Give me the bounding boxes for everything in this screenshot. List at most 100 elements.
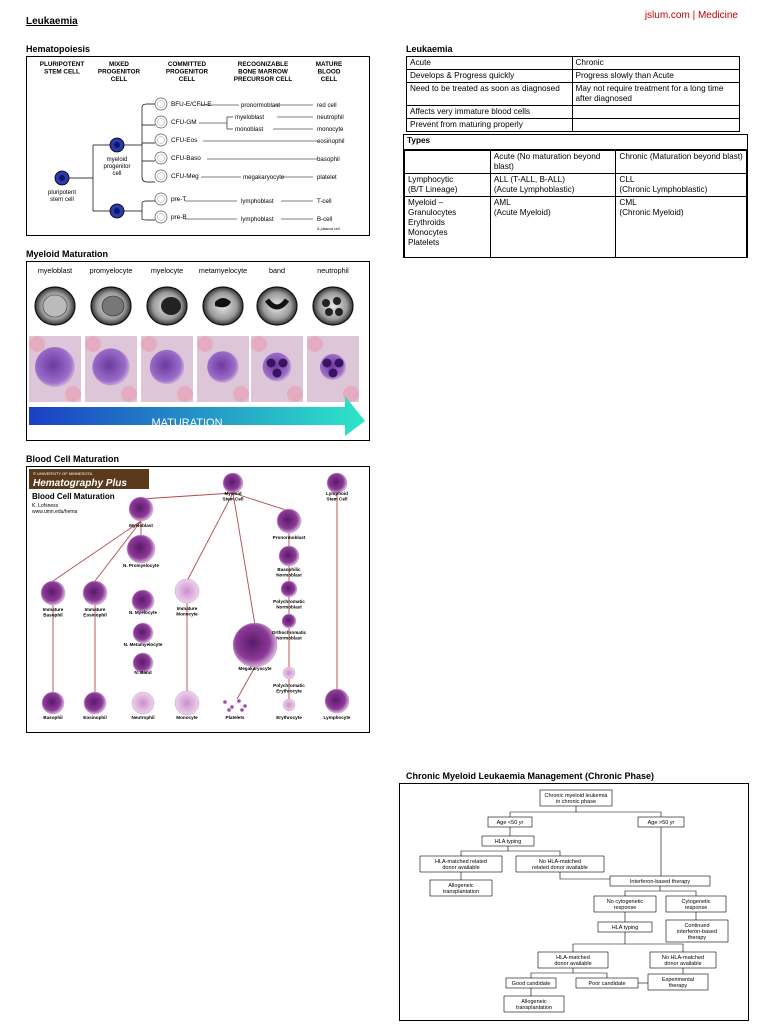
- precursor-label: lymphoblast: [241, 216, 274, 223]
- svg-text:© UNIVERSITY OF MINNESOTA: © UNIVERSITY OF MINNESOTA: [33, 471, 93, 476]
- mature-cell-label: neutrophil: [317, 114, 344, 121]
- types-cell: Acute (No maturation beyond blast): [489, 150, 617, 174]
- metamyelocyte-label: N. Metamyelocyte: [124, 642, 163, 647]
- mature-cell-label: T-cell: [317, 198, 332, 205]
- myelocyte-label: N. Myelocyte: [129, 610, 158, 615]
- monocyte-icon: [174, 690, 200, 716]
- table-cell: May not require treatment for a long tim…: [571, 82, 740, 106]
- immature-eosinophil-icon: [82, 580, 108, 606]
- myeloblast-label: Myeloblast: [129, 523, 153, 528]
- types-row: Myeloid – Granulocytes Erythroids Monocy…: [404, 196, 747, 258]
- flow-node-no-hla-donor: [649, 951, 717, 969]
- committed-cell-label: BFU-E/CFU-E: [171, 101, 211, 108]
- table-row: Prevent from maturing properly: [406, 118, 740, 132]
- cell-micrograph-icon: [207, 351, 239, 383]
- eosinophil-icon: [83, 691, 107, 715]
- leukaemia-table-title: Leukaemia: [406, 44, 453, 54]
- flow-node-label: HLA typing: [495, 839, 522, 845]
- table-row: Affects very immature blood cells: [406, 105, 740, 119]
- committed-cell-label: CFU-Eos: [171, 137, 197, 144]
- flow-node-root: [539, 789, 613, 807]
- cell-sketch-icon: [312, 286, 354, 326]
- lymphocyte-icon: [324, 688, 350, 714]
- svg-text:Hematography Plus: Hematography Plus: [33, 478, 127, 489]
- types-cell: ALL (T-ALL, B-ALL) (Acute Lymphoblastic): [489, 173, 617, 197]
- types-cell: [404, 150, 491, 174]
- committed-cell-icon: [154, 115, 168, 129]
- megakaryocyte-label: Megakaryocyte: [238, 666, 272, 671]
- mature-cell-note: & plasma cell: [317, 227, 340, 231]
- cell-micrograph-icon: [149, 349, 185, 385]
- committed-cell-icon: [154, 210, 168, 224]
- types-cell: Myeloid – Granulocytes Erythroids Monocy…: [404, 196, 491, 258]
- maturation-arrow: [29, 396, 365, 436]
- flow-node-poor: [575, 977, 639, 989]
- mature-cell-label: red cell: [317, 102, 337, 109]
- mature-cell-label: B-cell: [317, 216, 332, 223]
- orthochromatic-normoblast-icon: [281, 613, 297, 629]
- metamyelocyte-icon: [132, 622, 154, 644]
- myeloid-maturation-title: Myeloid Maturation: [26, 249, 109, 259]
- hematography-banner: [29, 469, 149, 489]
- table-cell: Need to be treated as soon as diagnosed: [406, 82, 573, 106]
- neutrophil-label: Neutrophil: [132, 715, 155, 720]
- flow-node-age-lt: [487, 816, 533, 828]
- stage-label: band: [269, 266, 285, 275]
- flow-node-label: Age <50 yr: [497, 820, 524, 826]
- committed-cell-icon: [154, 169, 168, 183]
- brand-link[interactable]: jslum.com | Medicine: [644, 10, 738, 21]
- immature-monocyte-icon: [174, 578, 200, 604]
- cell-micrograph-icon: [35, 347, 75, 387]
- types-cell: CLL (Chronic Lymphoblastic): [615, 173, 747, 197]
- flow-node-continued: [665, 919, 729, 943]
- mature-cell-label: monocyte: [317, 126, 344, 133]
- flow-node-cyto: [665, 895, 727, 913]
- svg-text:www.umn.edu/hema: www.umn.edu/hema: [32, 509, 78, 515]
- flow-node-label: Good candidate: [512, 981, 551, 987]
- flow-node-hla-donor: [537, 951, 609, 969]
- myeloblast-icon: [128, 496, 154, 522]
- flow-node-ifn: [609, 875, 711, 887]
- precursor-label: monoblast: [235, 126, 263, 133]
- megakaryocyte-icon: [232, 622, 278, 668]
- flow-node-experimental: [647, 973, 709, 991]
- polychromatic-erythrocyte-icon: [282, 666, 296, 680]
- monocyte-label: Monocyte: [176, 715, 198, 720]
- table-cell: [571, 118, 740, 132]
- blood-cell-maturation-title: Blood Cell Maturation: [26, 454, 119, 464]
- types-cell: CML (Chronic Myeloid): [615, 196, 747, 258]
- mature-cell-label: platelet: [317, 174, 337, 181]
- mature-cell-label: eosinophil: [317, 138, 344, 145]
- types-row: Acute (No maturation beyond blast)Chroni…: [404, 150, 747, 174]
- pronormoblast-icon: [276, 508, 302, 534]
- flow-node-allo1: [429, 879, 493, 897]
- cml-management-title: Chronic Myeloid Leukaemia Management (Ch…: [406, 771, 655, 781]
- flow-node-no-cyto: [593, 895, 657, 913]
- table-cell: [571, 105, 740, 119]
- erythrocyte-label: Erythrocyte: [276, 715, 302, 720]
- table-cell: Acute: [406, 56, 573, 70]
- types-row: Lymphocytic (B/T Lineage)ALL (T-ALL, B-A…: [404, 173, 747, 197]
- eosinophil-label: Eosinophil: [83, 715, 106, 720]
